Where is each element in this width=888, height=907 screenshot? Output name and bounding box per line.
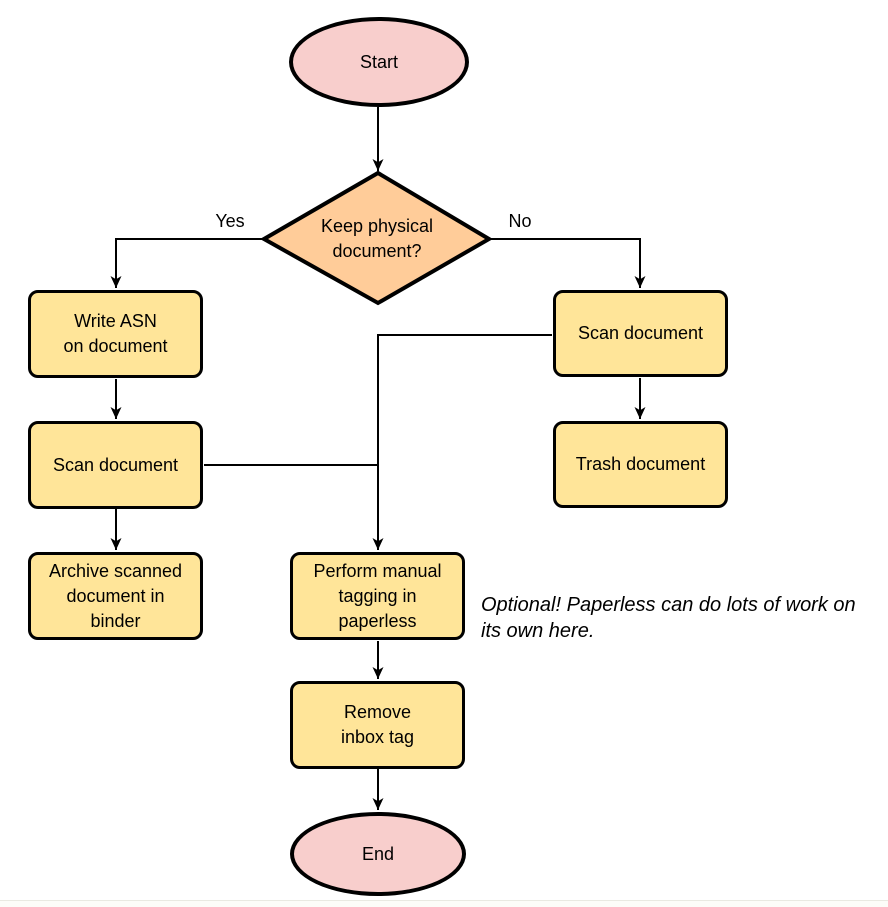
node-trash-document: Trash document	[553, 421, 728, 508]
edge-label-yes: Yes	[215, 211, 245, 231]
node-start-label: Start	[359, 51, 398, 72]
optional-note-line2: its own here.	[481, 620, 595, 642]
node-scan-document-left: Scan document	[28, 421, 203, 509]
decision-node-shape	[259, 170, 493, 306]
edge-scan-right-to-perform-tagging	[372, 334, 552, 550]
node-write-asn-label: Write ASN on document	[63, 311, 168, 356]
node-scan-document-right: Scan document	[553, 290, 728, 377]
node-end: End	[290, 812, 466, 896]
node-perform-tagging-label: Perform manual tagging in paperless	[313, 560, 442, 631]
bottom-page-edge	[0, 900, 888, 907]
edge-decision-yes-to-write-asn	[110, 238, 264, 288]
node-trash-document-label: Trash document	[575, 454, 706, 474]
node-archive-binder-label: Archive scanned document in binder	[48, 560, 183, 631]
node-scan-document-right-label: Scan document	[577, 323, 704, 343]
node-remove-inbox-tag-label: Remove inbox tag	[340, 702, 415, 747]
optional-note-line1: Optional! Paperless can do lots of work …	[481, 594, 856, 616]
node-decision-label: Keep physical document?	[320, 216, 434, 261]
node-archive-binder: Archive scanned document in binder	[28, 552, 203, 640]
node-write-asn: Write ASN on document	[28, 290, 203, 378]
node-scan-document-left-label: Scan document	[52, 454, 179, 475]
node-perform-tagging: Perform manual tagging in paperless	[290, 552, 465, 640]
optional-note: Optional! Paperless can do lots of work …	[481, 592, 888, 644]
node-start: Start	[289, 17, 469, 107]
node-end-label: End	[361, 843, 395, 864]
edge-decision-no-to-scan-right	[489, 238, 646, 288]
node-remove-inbox-tag: Remove inbox tag	[290, 681, 465, 769]
edge-label-no: No	[508, 211, 532, 231]
